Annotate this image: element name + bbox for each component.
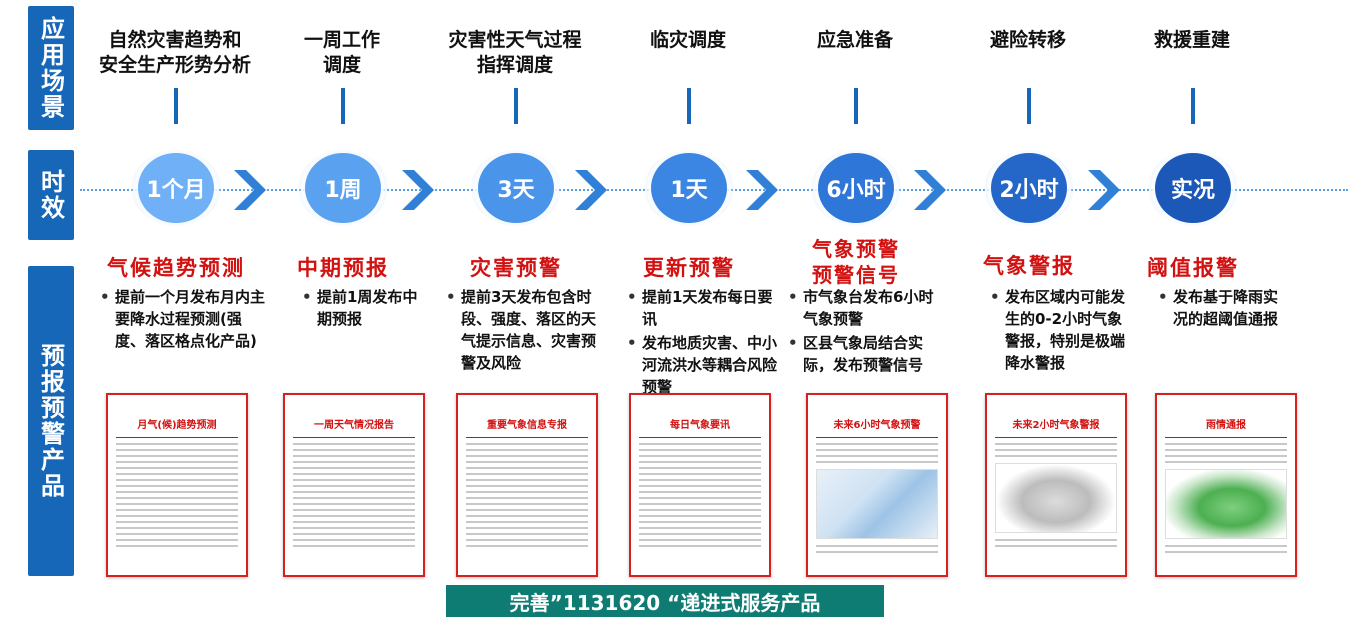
document-thumbnail: 月气(候)趋势预测 <box>106 393 248 577</box>
product-description: 提前一个月发布月内主要降水过程预测(强度、落区格点化产品) <box>100 286 268 352</box>
product-title: 中期预报 <box>297 256 389 280</box>
map-thumbnail <box>1165 469 1287 539</box>
bullet-item: 提前1天发布每日要讯 <box>627 286 782 330</box>
connector-line <box>1191 88 1195 124</box>
chevron-right-icon <box>746 170 778 210</box>
category-application-scene: 应用场景 <box>28 6 74 130</box>
bullet-item: 发布地质灾害、中小河流洪水等耦合风险预警 <box>627 332 782 398</box>
time-node: 6小时 <box>811 150 901 226</box>
document-thumbnail: 重要气象信息专报 <box>456 393 598 577</box>
time-node: 1周 <box>298 150 388 226</box>
document-thumbnail: 一周天气情况报告 <box>283 393 425 577</box>
product-title: 气候趋势预测 <box>107 256 245 280</box>
connector-line <box>341 88 345 124</box>
document-title: 未来6小时气象预警 <box>833 420 921 431</box>
chevron-right-icon <box>914 170 946 210</box>
category-label: 时效 <box>36 169 65 221</box>
connector-line <box>1027 88 1031 124</box>
bullet-item: 发布基于降雨实况的超阈值通报 <box>1158 286 1278 330</box>
bullet-item: 提前3天发布包含时段、强度、落区的天气提示信息、灾害预警及风险 <box>446 286 596 374</box>
product-title: 更新预警 <box>643 256 735 280</box>
time-label: 3天 <box>478 153 554 223</box>
product-title: 阈值报警 <box>1147 256 1239 280</box>
connector-line <box>174 88 178 124</box>
document-title: 雨情通报 <box>1206 420 1246 431</box>
scene-title: 临灾调度 <box>649 29 726 51</box>
bullet-item: 提前1周发布中期预报 <box>302 286 420 330</box>
product-description: 提前3天发布包含时段、强度、落区的天气提示信息、灾害预警及风险 <box>446 286 596 374</box>
map-thumbnail <box>816 469 938 539</box>
document-title: 未来2小时气象警报 <box>1012 420 1100 431</box>
map-thumbnail <box>995 463 1117 533</box>
chevron-right-icon <box>1088 170 1120 210</box>
document-thumbnail: 雨情通报 <box>1155 393 1297 577</box>
chevron-right-icon <box>234 170 266 210</box>
product-description: 提前1天发布每日要讯发布地质灾害、中小河流洪水等耦合风险预警 <box>627 286 782 398</box>
time-label: 2小时 <box>991 153 1067 223</box>
time-label: 1周 <box>305 153 381 223</box>
document-title: 每日气象要讯 <box>670 420 730 431</box>
connector-line <box>854 88 858 124</box>
summary-banner: 完善”1131620 “递进式服务产品 <box>446 585 884 617</box>
category-label: 预报预警产品 <box>36 343 65 499</box>
chevron-right-icon <box>402 170 434 210</box>
scene-title: 避险转移 <box>989 29 1066 51</box>
bullet-item: 发布区域内可能发生的0-2小时气象警报，特别是极端降水警报 <box>990 286 1130 374</box>
time-label: 1个月 <box>138 153 214 223</box>
time-node: 1天 <box>644 150 734 226</box>
chevron-right-icon <box>575 170 607 210</box>
product-description: 发布区域内可能发生的0-2小时气象警报，特别是极端降水警报 <box>990 286 1130 374</box>
bullet-item: 区县气象局结合实际，发布预警信号 <box>788 332 943 376</box>
scene-title: 一周工作 调度 <box>303 29 380 76</box>
document-title: 一周天气情况报告 <box>314 420 394 431</box>
product-description: 市气象台发布6小时气象预警区县气象局结合实际，发布预警信号 <box>788 286 943 376</box>
time-label: 实况 <box>1155 153 1231 223</box>
time-node: 2小时 <box>984 150 1074 226</box>
time-node: 实况 <box>1148 150 1238 226</box>
bullet-item: 市气象台发布6小时气象预警 <box>788 286 943 330</box>
product-title: 气象警报 <box>983 254 1075 278</box>
scene-title: 自然灾害趋势和 安全生产形势分析 <box>98 29 251 76</box>
category-timeliness: 时效 <box>28 150 74 240</box>
category-products: 预报预警产品 <box>28 266 74 576</box>
product-description: 提前1周发布中期预报 <box>302 286 420 330</box>
scene-title: 应急准备 <box>816 29 893 51</box>
scene-title: 灾害性天气过程 指挥调度 <box>448 29 582 76</box>
time-node: 1个月 <box>131 150 221 226</box>
time-node: 3天 <box>471 150 561 226</box>
connector-line <box>687 88 691 124</box>
document-thumbnail: 每日气象要讯 <box>629 393 771 577</box>
product-title: 气象预警 预警信号 <box>812 237 900 287</box>
bullet-item: 提前一个月发布月内主要降水过程预测(强度、落区格点化产品) <box>100 286 268 352</box>
connector-line <box>514 88 518 124</box>
scene-title: 救援重建 <box>1153 29 1230 51</box>
document-title: 重要气象信息专报 <box>487 420 567 431</box>
category-label: 应用场景 <box>36 16 65 120</box>
document-title: 月气(候)趋势预测 <box>137 420 217 431</box>
time-label: 6小时 <box>818 153 894 223</box>
product-description: 发布基于降雨实况的超阈值通报 <box>1158 286 1278 330</box>
time-label: 1天 <box>651 153 727 223</box>
product-title: 灾害预警 <box>470 256 562 280</box>
document-thumbnail: 未来6小时气象预警 <box>806 393 948 577</box>
document-thumbnail: 未来2小时气象警报 <box>985 393 1127 577</box>
